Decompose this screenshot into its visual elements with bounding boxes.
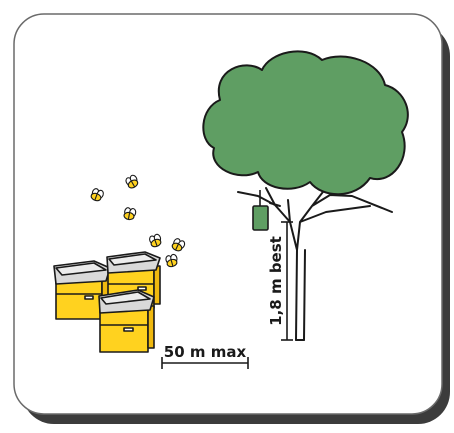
distance-label: 50 m max	[164, 343, 247, 361]
height-label: 1,8 m best	[267, 236, 285, 326]
